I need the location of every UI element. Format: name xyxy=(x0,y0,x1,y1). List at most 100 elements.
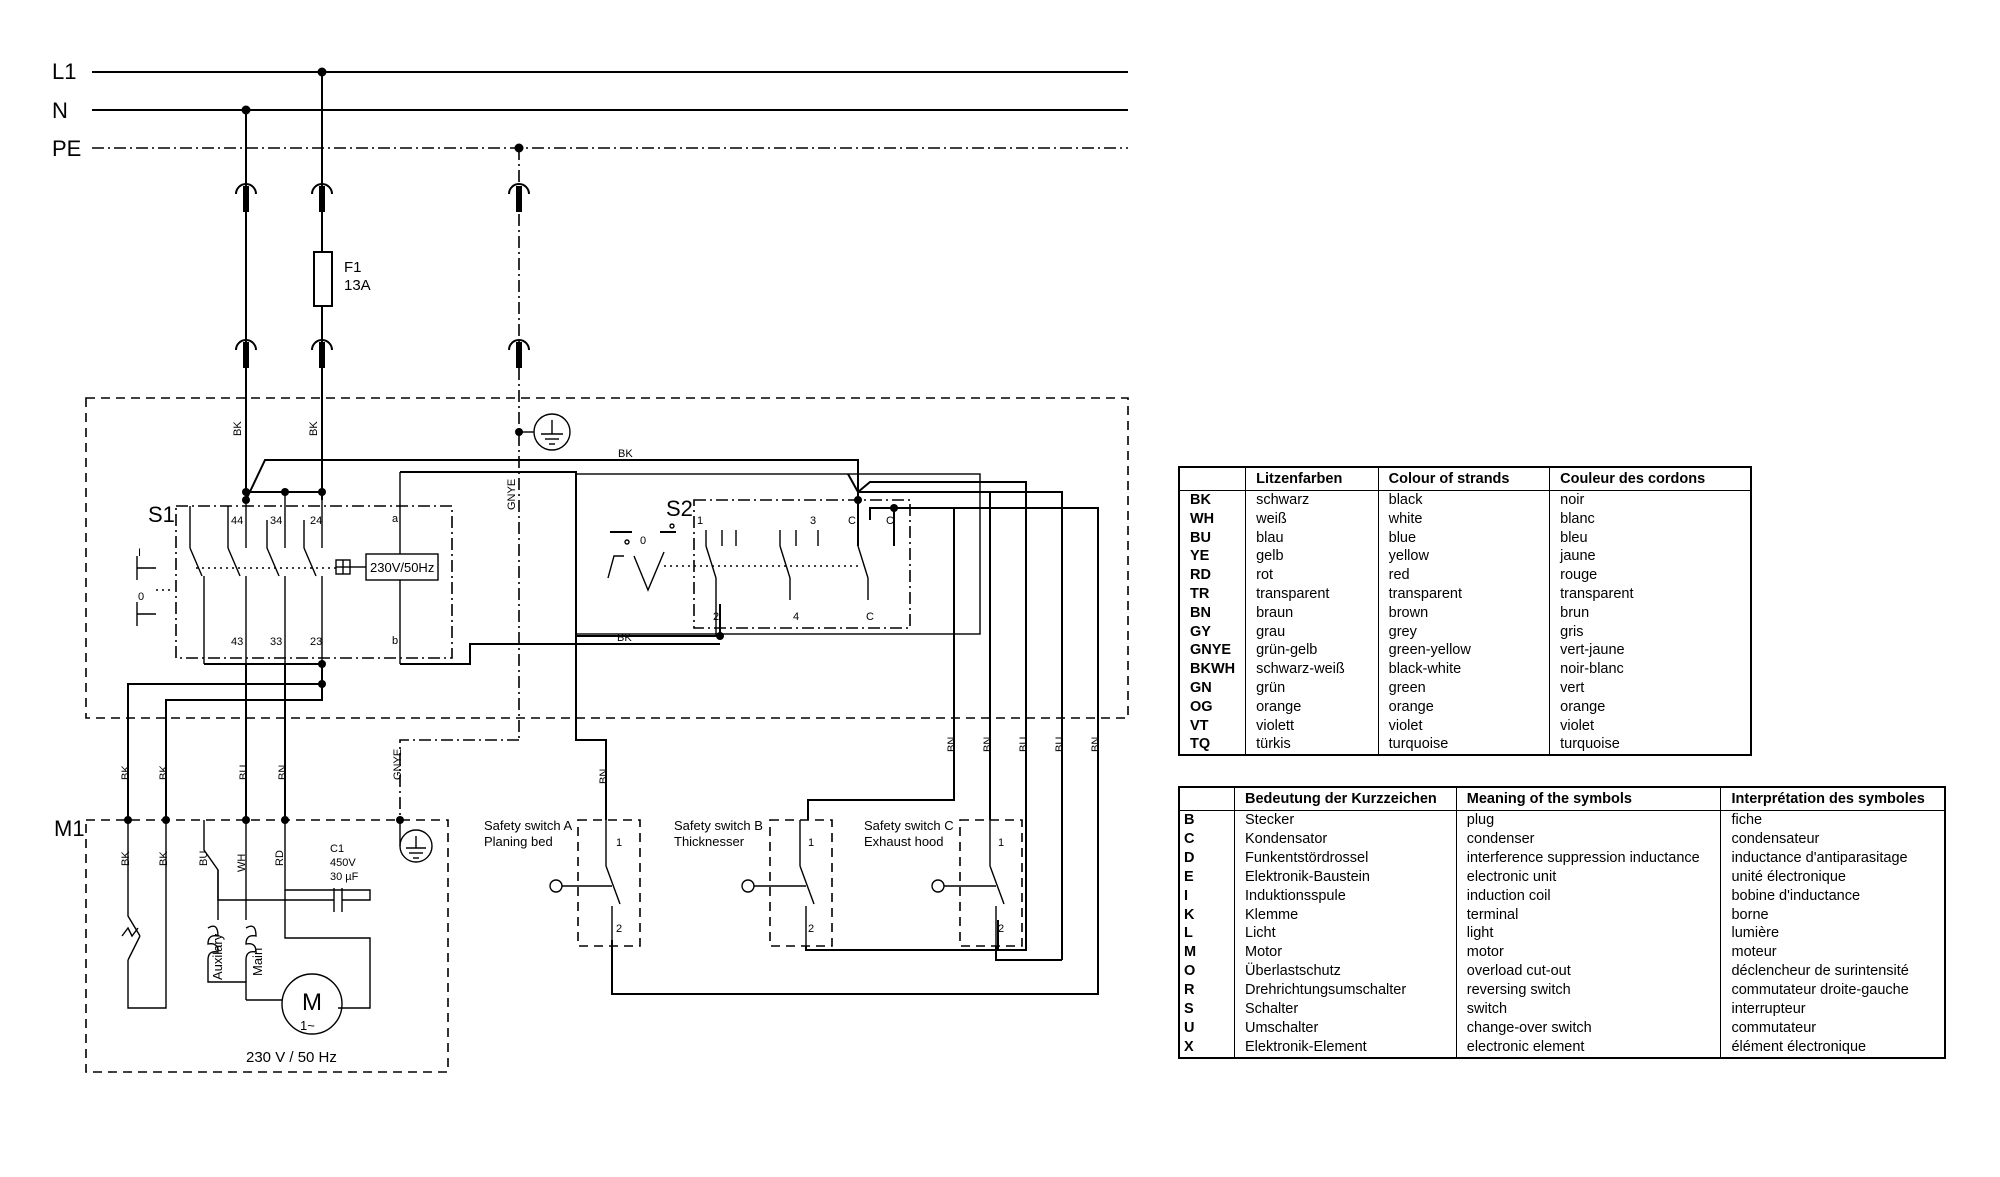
table-cell: vert xyxy=(1549,678,1751,698)
s2-term-3: 3 xyxy=(810,515,816,527)
wire-label-bk-l1: BK xyxy=(308,421,320,436)
table-cell: light xyxy=(1455,924,1721,944)
fuse-ref: F1 xyxy=(344,259,362,276)
table-cell: I xyxy=(1184,887,1189,904)
table-cell: bleu xyxy=(1549,528,1751,548)
s2-term-c2: C xyxy=(886,515,894,527)
s1-term-33: 33 xyxy=(270,636,282,648)
table-cell: Stecker xyxy=(1234,810,1457,830)
svg-text:GNYE: GNYE xyxy=(392,749,404,780)
s1-pos-on: I xyxy=(138,547,141,559)
table-cell: TQ xyxy=(1190,736,1211,753)
safety-switch-a: Safety switch A Planing bed 1 2 xyxy=(484,818,641,947)
wire-label-bk-bottom: BK xyxy=(617,632,632,644)
table-cell: orange xyxy=(1245,697,1379,717)
table-cell: electronic element xyxy=(1455,1037,1721,1058)
table-cell: unité électronique xyxy=(1720,867,1945,887)
table-cell: E xyxy=(1184,868,1194,885)
table-cell: moteur xyxy=(1720,943,1945,963)
motor-earth-icon xyxy=(399,820,433,863)
table-cell: türkis xyxy=(1245,735,1379,756)
table-cell: transparent xyxy=(1549,584,1751,604)
s2-pos-zero: 0 xyxy=(640,535,646,547)
safety-switch-b: Safety switch B Thicknesser 1 2 xyxy=(674,818,1026,951)
table-cell: violet xyxy=(1377,716,1550,736)
table-cell: Induktionsspule xyxy=(1234,886,1457,906)
table-header-row: Bedeutung der Kurzzeichen Meaning of the… xyxy=(1178,786,1946,811)
rail-label-l1: L1 xyxy=(52,59,76,84)
svg-text:BU: BU xyxy=(238,765,250,780)
table-cell: white xyxy=(1377,509,1550,529)
table-cell: schwarz-weiß xyxy=(1245,660,1379,679)
supply-cable: F1 13A xyxy=(235,72,530,740)
table-cell: blau xyxy=(1245,528,1379,548)
svg-text:WH: WH xyxy=(236,854,248,872)
table-cell: overload cut-out xyxy=(1455,962,1721,982)
table-cell: U xyxy=(1184,1019,1195,1036)
switch-s2: S2 1 3 C C 2 4 C 0 xyxy=(575,473,1099,736)
table-cell: weiß xyxy=(1245,509,1379,529)
table-cell: Schalter xyxy=(1234,1000,1457,1019)
motor-m1: M1 BK BK BU BN GNYE BK BK BU WH RD xyxy=(54,749,449,1073)
table-cell: gelb xyxy=(1245,547,1379,567)
table-cell: condenser xyxy=(1455,829,1721,849)
table-cell: Klemme xyxy=(1234,905,1457,925)
plug-upper xyxy=(235,183,530,212)
table-cell: motor xyxy=(1455,943,1721,963)
s1-coil-b: b xyxy=(392,635,398,647)
table-cell: violet xyxy=(1549,716,1751,736)
svg-text:M: M xyxy=(302,989,322,1016)
table-cell: fiche xyxy=(1720,810,1945,830)
table-cell: turquoise xyxy=(1549,735,1751,756)
safety-a-location: Planing bed xyxy=(484,834,553,849)
motor-aux-winding: Auxilary xyxy=(210,933,225,980)
table-cell: brun xyxy=(1549,603,1751,623)
earth-icon xyxy=(533,413,571,451)
table-cell: Elektronik-Element xyxy=(1234,1037,1457,1058)
fuse-f1 xyxy=(313,251,333,307)
safety-switch-c: Safety switch C Exhaust hood 1 2 xyxy=(864,818,1062,961)
svg-text:BK: BK xyxy=(120,851,132,866)
s2-term-c3: C xyxy=(866,611,874,623)
table-cell: Elektronik-Baustein xyxy=(1234,867,1457,887)
table-header-row: Litzenfarben Colour of strands Couleur d… xyxy=(1178,466,1752,491)
s1-term-34: 34 xyxy=(270,515,282,527)
s1-coil-label: 230V/50Hz xyxy=(370,560,434,575)
wire-label-bu-2: BU xyxy=(1054,737,1066,752)
safety-a-name: Safety switch A xyxy=(484,818,572,833)
table-cell: élément électronique xyxy=(1720,1037,1945,1058)
table-cell: M xyxy=(1184,944,1197,961)
table-cell: red xyxy=(1377,566,1550,585)
table-cell: L xyxy=(1184,925,1193,942)
wire-label-bk-n: BK xyxy=(232,421,244,436)
table-cell: vert-jaune xyxy=(1549,641,1751,661)
capacitor-ref: C1 xyxy=(330,843,344,855)
wire-label-bn-2: BN xyxy=(982,737,994,752)
table-cell: GNYE xyxy=(1190,642,1232,659)
table-cell: YE xyxy=(1190,548,1210,565)
table-cell: Umschalter xyxy=(1234,1018,1457,1038)
table-cell: violett xyxy=(1245,716,1379,736)
table-cell: switch xyxy=(1455,1000,1721,1019)
svg-text:BK: BK xyxy=(158,765,170,780)
table-cell: green-yellow xyxy=(1377,641,1550,661)
table-cell: rouge xyxy=(1549,566,1751,585)
wire-label-bn-3: BN xyxy=(1090,737,1102,752)
table-cell: black-white xyxy=(1377,660,1550,679)
table-cell: BK xyxy=(1190,492,1211,508)
